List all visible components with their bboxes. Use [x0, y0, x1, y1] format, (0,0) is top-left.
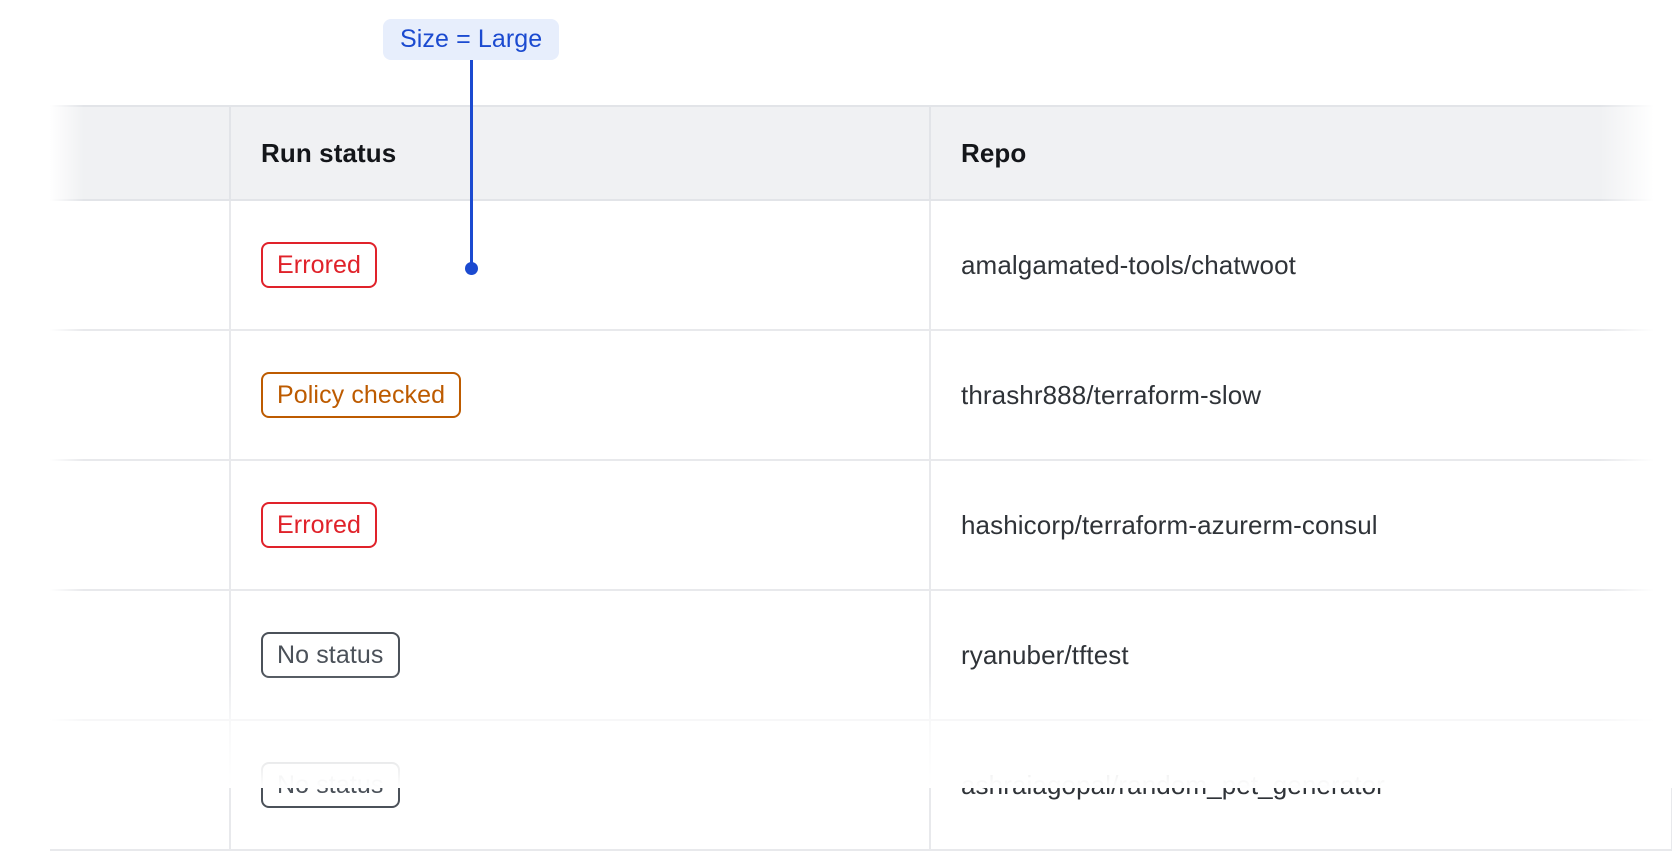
table-row[interactable]: Policy checked thrashr888/terraform-slow [50, 330, 1672, 461]
row-select-cell[interactable] [50, 590, 231, 721]
row-select-cell[interactable] [50, 460, 231, 591]
status-badge[interactable]: Policy checked [261, 372, 462, 418]
row-repo-cell[interactable]: thrashr888/terraform-slow [930, 330, 1672, 461]
status-badge[interactable]: No status [261, 632, 400, 678]
row-repo-cell[interactable]: amalgamated-tools/chatwoot [930, 200, 1672, 331]
row-status-cell: No status [230, 720, 931, 851]
table-body: Errored amalgamated-tools/chatwoot Polic… [50, 200, 1672, 851]
screenshot-stage: Run status Repo Errored amalgamated-tool… [0, 19, 1672, 851]
column-header-run-status[interactable]: Run status [230, 105, 931, 201]
status-badge[interactable]: No status [261, 762, 400, 808]
row-status-cell: Policy checked [230, 330, 931, 461]
table-header: Run status Repo [50, 105, 1672, 201]
column-header-repo[interactable]: Repo [930, 105, 1672, 201]
row-repo-cell[interactable]: ashraiagopal/random_pet_generator [930, 720, 1672, 851]
row-repo-cell[interactable]: hashicorp/terraform-azurerm-consul [930, 460, 1672, 591]
annotation-connector-dot [465, 262, 478, 275]
status-badge[interactable]: Errored [261, 502, 378, 548]
runs-table: Run status Repo Errored amalgamated-tool… [50, 105, 1672, 851]
row-repo-cell[interactable]: ryanuber/tftest [930, 590, 1672, 721]
runs-table-container: Run status Repo Errored amalgamated-tool… [0, 105, 1672, 851]
table-row[interactable]: No status ashraiagopal/random_pet_genera… [50, 720, 1672, 851]
table-row[interactable]: Errored amalgamated-tools/chatwoot [50, 200, 1672, 331]
row-status-cell: No status [230, 590, 931, 721]
status-badge[interactable]: Errored [261, 242, 378, 288]
row-select-cell[interactable] [50, 330, 231, 461]
row-status-cell: Errored [230, 200, 931, 331]
table-row[interactable]: No status ryanuber/tftest [50, 590, 1672, 721]
row-select-cell[interactable] [50, 720, 231, 851]
annotation-connector-line [470, 60, 473, 271]
row-status-cell: Errored [230, 460, 931, 591]
annotation-label: Size = Large [383, 19, 560, 60]
table-header-row: Run status Repo [50, 105, 1672, 201]
column-header-select[interactable] [50, 105, 231, 201]
table-row[interactable]: Errored hashicorp/terraform-azurerm-cons… [50, 460, 1672, 591]
row-select-cell[interactable] [50, 200, 231, 331]
